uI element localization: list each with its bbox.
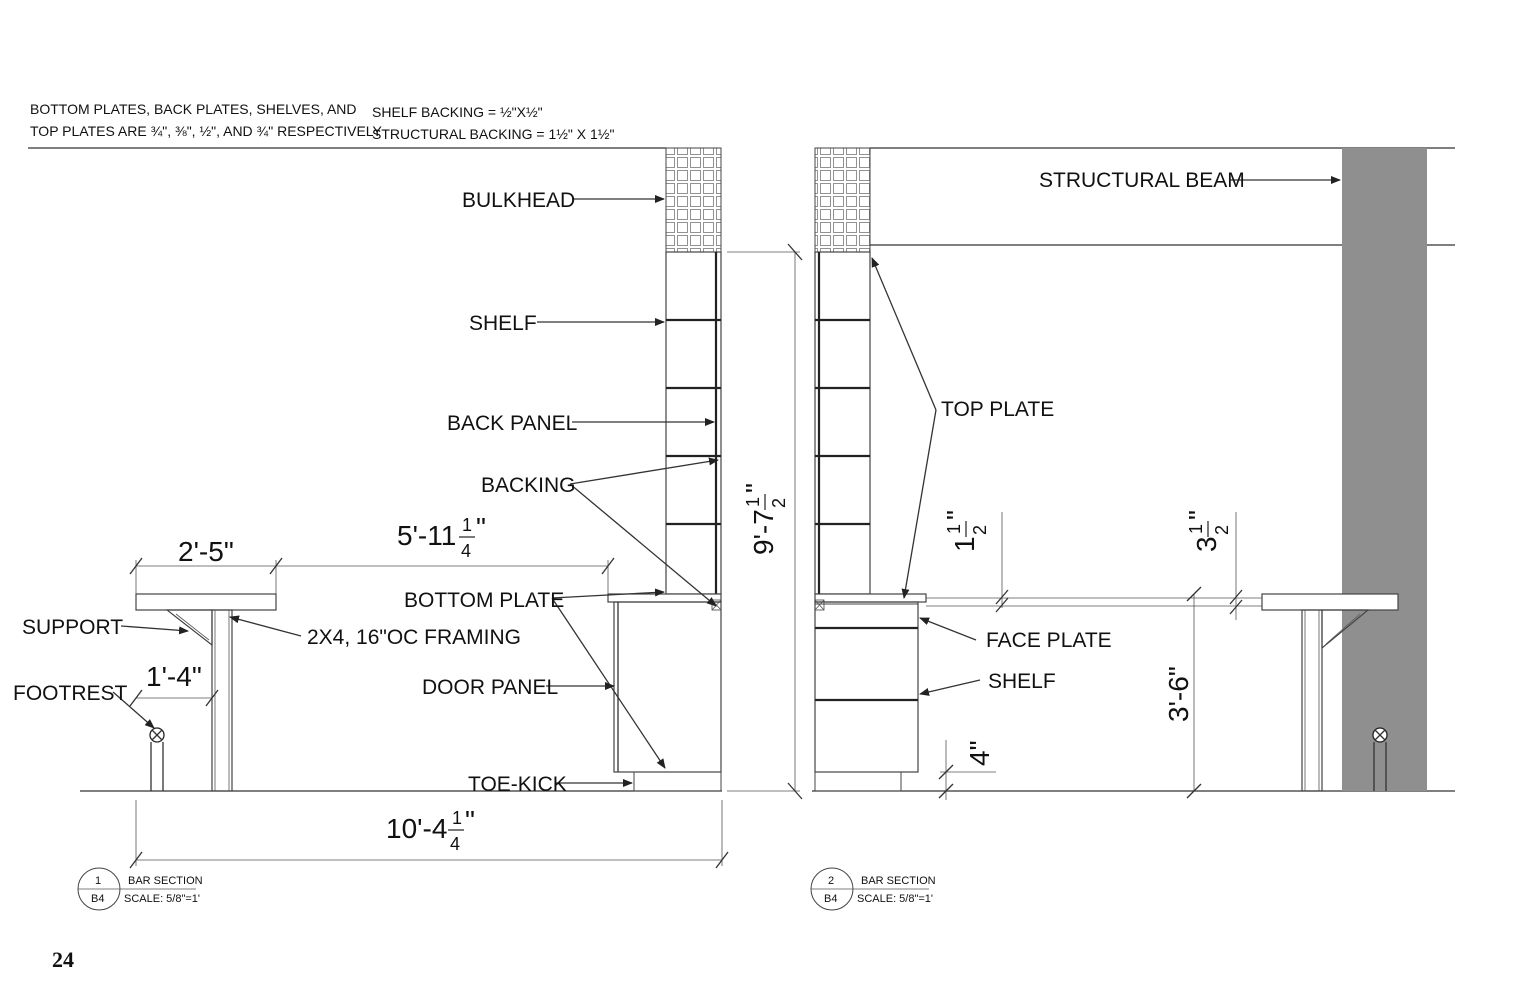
dim-d2-num: 1 bbox=[1186, 524, 1206, 534]
note-plates-line2: TOP PLATES ARE ¾", ⅜", ½", AND ¾" RESPEC… bbox=[30, 123, 383, 139]
dim-height: 9'-7 1 2 " bbox=[740, 483, 789, 555]
upper-shelving bbox=[814, 251, 871, 595]
support-bracket bbox=[1321, 609, 1370, 650]
label-bottom-plate: BOTTOM PLATE bbox=[404, 589, 564, 612]
label-top-plate: TOP PLATE bbox=[941, 398, 1054, 421]
label-support: SUPPORT bbox=[22, 616, 123, 639]
dim-total-num: 1 bbox=[452, 808, 462, 828]
dim-d1-whole: 1 bbox=[949, 536, 980, 552]
label-shelf: SHELF bbox=[469, 312, 537, 335]
callout-1-scale: SCALE: 5/8"=1' bbox=[124, 893, 200, 905]
dim-d2-den: 2 bbox=[1212, 525, 1232, 535]
dim-d1: 1 1 2 " bbox=[941, 510, 990, 552]
dim-d1-num: 1 bbox=[944, 524, 964, 534]
dim-d2-whole: 3 bbox=[1191, 536, 1222, 552]
dim-height-den: 2 bbox=[769, 498, 789, 508]
dim-total-den: 4 bbox=[450, 834, 460, 854]
note-shelf-backing: SHELF BACKING = ½"X½" bbox=[372, 104, 543, 120]
callout-1-number: 1 bbox=[95, 875, 101, 887]
dim-gap-num: 1 bbox=[462, 515, 472, 535]
note-structural-backing: STRUCTURAL BACKING = 1½" X 1½" bbox=[372, 126, 614, 142]
dim-total-tail: " bbox=[465, 805, 475, 836]
dim-total: 10'-4 1 4 " bbox=[386, 805, 475, 854]
label-bulkhead: BULKHEAD bbox=[462, 189, 575, 212]
label-door-panel: DOOR PANEL bbox=[422, 676, 558, 699]
dim-gap-whole: 5'-11 bbox=[397, 520, 456, 551]
upper-shelving bbox=[665, 251, 722, 595]
dim-counter-height: 3'-6" bbox=[1163, 666, 1194, 722]
toe-kick-block bbox=[814, 771, 902, 792]
callout-1-sheet: B4 bbox=[91, 893, 104, 905]
dim-height-whole: 9'-7 bbox=[748, 509, 779, 555]
label-structural-beam: STRUCTURAL BEAM bbox=[1039, 169, 1245, 192]
section-2-callout: 2 B4 BAR SECTION SCALE: 5/8"=1' bbox=[810, 867, 936, 911]
dim-gap-tail: " bbox=[476, 512, 486, 543]
dim-toe-height: 4" bbox=[964, 740, 995, 766]
label-toe-kick: TOE-KICK bbox=[468, 773, 567, 796]
section-2-drawing bbox=[812, 147, 1455, 800]
dim-total-whole: 10'-4 bbox=[386, 813, 447, 844]
dim-d2-tail: " bbox=[1183, 510, 1214, 520]
label-shelf-2: SHELF bbox=[988, 670, 1056, 693]
dim-counter-width: 2'-5" bbox=[178, 536, 234, 567]
label-footrest: FOOTREST bbox=[13, 682, 128, 705]
label-backing: BACKING bbox=[481, 474, 576, 497]
label-framing: 2X4, 16"OC FRAMING bbox=[307, 626, 521, 649]
page-number: 24 bbox=[52, 947, 74, 972]
section-1-callout: 1 B4 BAR SECTION SCALE: 5/8"=1' bbox=[77, 867, 203, 911]
countertop bbox=[814, 593, 927, 603]
face-plate bbox=[814, 603, 919, 629]
toe-kick-block bbox=[633, 771, 722, 792]
label-back-panel: BACK PANEL bbox=[447, 412, 577, 435]
note-plates-line1: BOTTOM PLATES, BACK PLATES, SHELVES, AND bbox=[30, 101, 357, 117]
callout-2-number: 2 bbox=[828, 875, 834, 887]
bar-top bbox=[135, 593, 277, 611]
support-bracket bbox=[165, 609, 213, 647]
dim-height-num: 1 bbox=[743, 497, 763, 507]
section-1-drawing bbox=[28, 147, 803, 869]
callout-2-scale: SCALE: 5/8"=1' bbox=[857, 893, 933, 905]
callout-2-title: BAR SECTION bbox=[861, 875, 936, 887]
lower-cabinet bbox=[613, 601, 722, 773]
dim-d2: 3 1 2 " bbox=[1183, 510, 1232, 552]
label-face-plate: FACE PLATE bbox=[986, 629, 1112, 652]
callout-2-sheet: B4 bbox=[824, 893, 837, 905]
bulkhead-block bbox=[814, 147, 871, 253]
callout-1-title: BAR SECTION bbox=[128, 875, 203, 887]
bulkhead-block bbox=[665, 147, 722, 253]
bar-top bbox=[1261, 593, 1399, 611]
dim-height-tail: " bbox=[740, 483, 771, 493]
dim-footrest-offset: 1'-4" bbox=[146, 661, 202, 692]
framing-post bbox=[1301, 609, 1323, 792]
dim-d1-tail: " bbox=[941, 510, 972, 520]
dim-d1-den: 2 bbox=[970, 525, 990, 535]
dim-gap: 5'-11 1 4 " bbox=[397, 512, 486, 561]
dim-gap-den: 4 bbox=[461, 541, 471, 561]
framing-post bbox=[211, 609, 233, 792]
structural-column bbox=[1342, 148, 1427, 791]
